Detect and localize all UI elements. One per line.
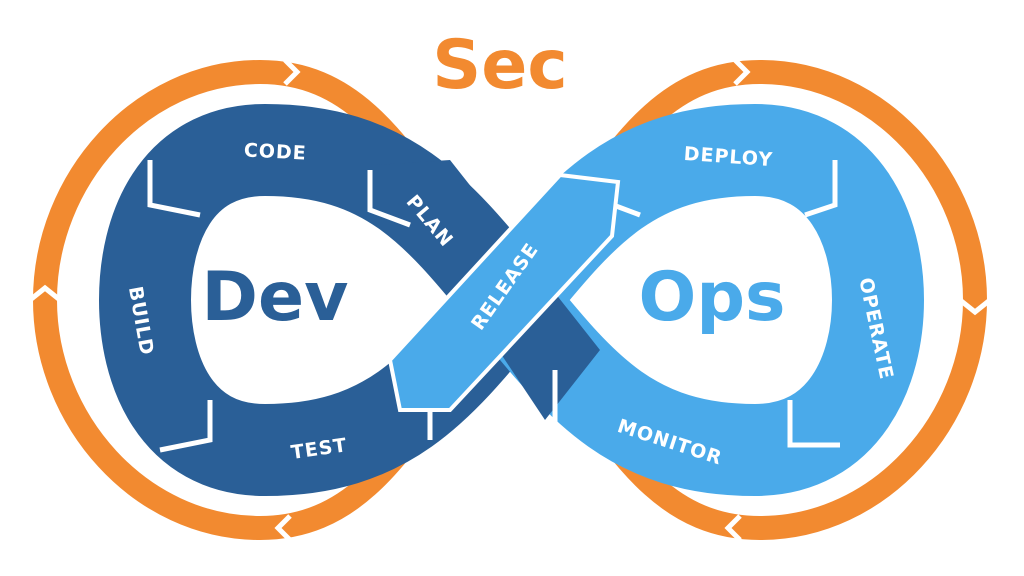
ops-word: Ops [639,258,786,337]
orange-arrow-gaps [28,58,992,542]
sec-title: Sec [432,26,567,105]
dev-loop-band [98,103,546,497]
dev-word: Dev [202,258,349,337]
ops-loop-band [474,103,925,497]
stage-code: CODE [243,139,307,164]
release-band [387,172,621,412]
